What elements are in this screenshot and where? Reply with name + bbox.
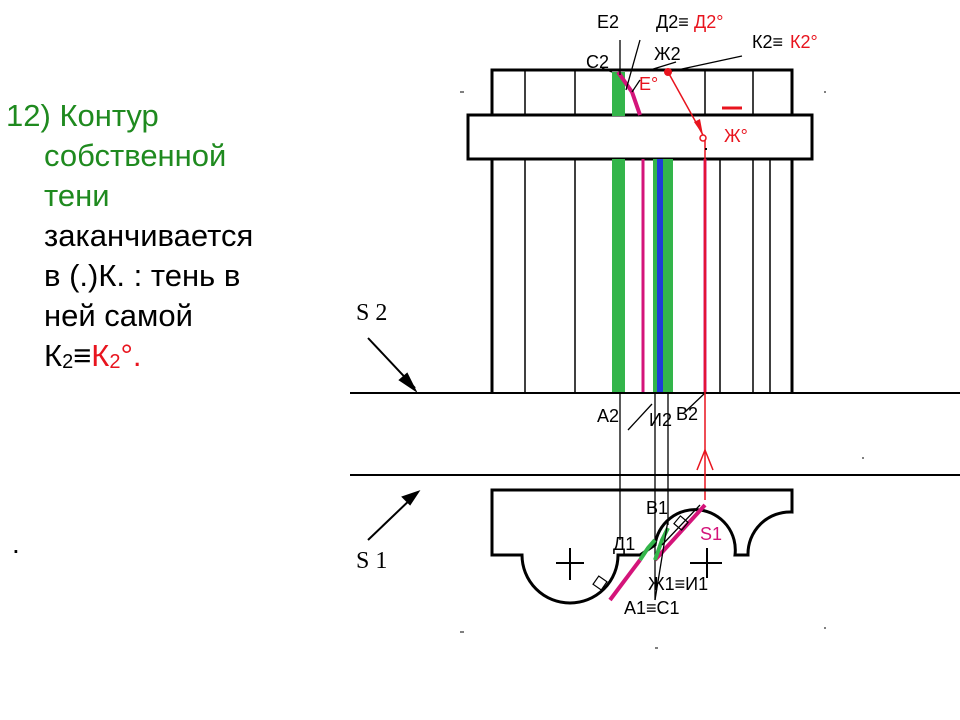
text-line-6: ней самой [44, 298, 193, 333]
step-number: 12) [6, 98, 51, 133]
top-block [490, 68, 794, 120]
text-line-4: заканчивается [44, 218, 254, 253]
frame-marks [460, 91, 864, 649]
light-ray [664, 68, 742, 500]
stray-dot: . [12, 528, 20, 559]
label-v2: В2 [676, 404, 698, 424]
text-word-contour: Контур [59, 98, 159, 133]
green-strip-left [612, 159, 625, 393]
label-i2: И2 [649, 410, 672, 430]
text-line-2: собственной [44, 138, 227, 173]
k2-sub: 2 [62, 351, 74, 373]
equiv-sign: ≡ [73, 338, 92, 373]
k2-letter: К [44, 338, 63, 373]
plan-view [490, 488, 794, 605]
green-strip-top [612, 72, 625, 116]
label-v1: В1 [646, 498, 668, 518]
label-zho: Ж° [724, 126, 748, 146]
label-s1: S 1 [356, 548, 387, 574]
label-a2: А2 [597, 406, 619, 426]
plan-shadow [592, 503, 707, 602]
projection-lines [601, 39, 743, 600]
green-strip-thin [653, 159, 657, 393]
label-c2: С2 [586, 52, 609, 72]
front-view [466, 68, 814, 393]
blue-strip [657, 159, 663, 393]
diagram-labels: Е2 Д2≡ Д2° К2≡ К2° С2 Ж2 Е° Ж° S 2 S 1 А… [356, 12, 818, 618]
description-text: 12) Контур собственной тени заканчиваетс… [6, 96, 336, 376]
ray-arrow-head [696, 447, 714, 471]
crossbar [466, 113, 814, 161]
label-zh1-i1: Ж1≡И1 [648, 574, 708, 594]
text-line-1: 12) Контур [6, 96, 336, 136]
label-d2: Д2≡ [656, 12, 689, 32]
text-line-5: в (.)К. : тень в [44, 258, 241, 293]
label-a1-c1: А1≡С1 [624, 598, 680, 618]
text-line-3: тени [44, 178, 110, 213]
green-strip-right [663, 159, 673, 393]
light-arrows [367, 337, 421, 541]
k2o-letter: К [91, 338, 110, 373]
label-zh2: Ж2 [654, 44, 681, 64]
column-flutes [524, 70, 771, 393]
label-s1-red: S1 [700, 524, 722, 544]
k2o-sub: 2 [109, 351, 121, 373]
label-k2o: К2° [790, 32, 818, 52]
plan-outline [490, 488, 794, 605]
label-s2: S 2 [356, 300, 387, 326]
label-d1: Д1 [613, 534, 635, 554]
label-e2: Е2 [597, 12, 619, 32]
zh-point [699, 134, 707, 142]
k2o-degree: °. [120, 338, 142, 373]
k2-point [664, 68, 672, 76]
label-k2: К2≡ [752, 32, 783, 52]
label-d2o: Д2° [694, 12, 723, 32]
center-marks [556, 548, 722, 580]
label-eo: Е° [639, 74, 658, 94]
text-line-7: К2≡К2°. [6, 336, 336, 376]
